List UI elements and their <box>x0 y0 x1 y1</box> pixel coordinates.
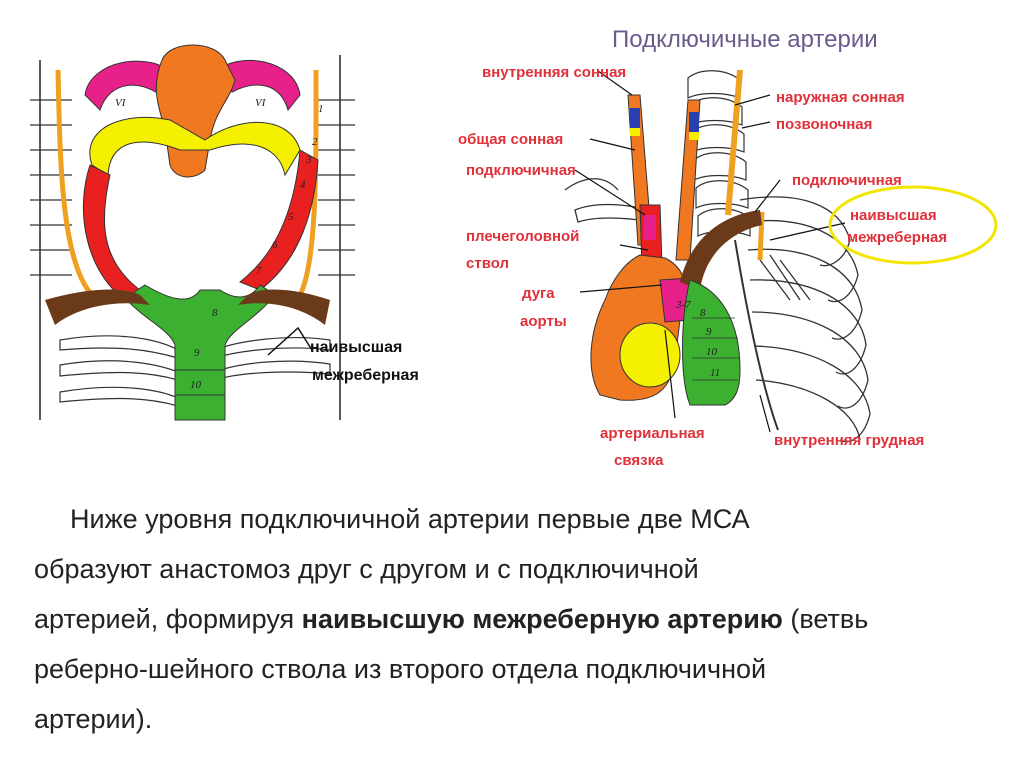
body-paragraph: Ниже уровня подключичной артерии первые … <box>34 494 1004 744</box>
label-1: 1 <box>318 103 324 115</box>
label-ligament-2: связка <box>614 452 664 469</box>
paragraph-line-3: артерией, формируя наивысшую межреберную… <box>34 594 1004 644</box>
label-highest-intercostal-2: межреберная <box>847 229 947 246</box>
label-5: 5 <box>288 211 294 223</box>
label-subclavian-right: подключичная <box>792 172 902 189</box>
label-10: 10 <box>190 379 202 391</box>
label-vi-left: VI <box>115 97 127 109</box>
label-9: 9 <box>194 347 200 359</box>
label-r8: 8 <box>700 307 706 319</box>
label-2: 2 <box>312 136 318 148</box>
paragraph-line-2: образуют анастомоз друг с другом и с под… <box>34 554 699 584</box>
left-label-highest-intercostal-1: наивысшая <box>310 339 402 356</box>
label-ligament-1: артериальная <box>600 425 705 442</box>
label-r9: 9 <box>706 326 712 338</box>
paragraph-line-1: Ниже уровня подключичной артерии первые … <box>34 494 1004 544</box>
paragraph-text-3b: (ветвь <box>782 604 869 634</box>
label-internal-thoracic: внутренняя грудная <box>774 432 924 449</box>
paragraph-line-5: артерии). <box>34 704 153 734</box>
label-6: 6 <box>272 239 278 251</box>
label-common-carotid: общая сонная <box>458 131 563 148</box>
label-subclavian-left: подключичная <box>466 162 576 179</box>
label-internal-carotid: внутренняя сонная <box>482 64 626 81</box>
label-r11: 11 <box>710 367 720 379</box>
label-brachiocephalic-2: ствол <box>466 255 509 272</box>
label-r10: 10 <box>706 346 718 358</box>
left-label-highest-intercostal-2: межреберная <box>312 367 419 384</box>
paragraph-line-4: реберно-шейного ствола из второго отдела… <box>34 654 767 684</box>
label-vertebral: позвоночная <box>776 116 872 133</box>
label-3-7: 3-7 <box>675 299 691 311</box>
paragraph-text-3a: артерией, формируя <box>34 604 302 634</box>
label-brachiocephalic-1: плечеголовной <box>466 228 579 245</box>
label-vi-right: VI <box>255 97 267 109</box>
label-7: 7 <box>256 265 262 277</box>
label-aortic-arch-1: дуга <box>522 285 555 302</box>
label-highest-intercostal-1: наивысшая <box>850 207 937 224</box>
leader-lines <box>574 70 846 433</box>
right-anatomy-diagram: 3-7 8 9 10 11 внутренняя сонная наружная… <box>458 64 998 469</box>
label-8: 8 <box>212 307 218 319</box>
left-embryo-diagram: VI VI 1 2 3 4 5 6 7 8 9 10 наивысшая меж… <box>30 44 419 421</box>
label-aortic-arch-2: аорты <box>520 313 567 330</box>
label-3: 3 <box>305 154 312 166</box>
left-rib-ladder <box>30 99 355 276</box>
paragraph-bold-term: наивысшую межреберную артерию <box>301 604 783 634</box>
paragraph-text-1: Ниже уровня подключичной артерии первые … <box>70 504 750 534</box>
slide-title: Подключичные артерии <box>612 26 878 53</box>
highlight-ellipse <box>828 185 998 265</box>
label-4: 4 <box>300 179 306 191</box>
label-external-carotid: наружная сонная <box>776 89 905 106</box>
